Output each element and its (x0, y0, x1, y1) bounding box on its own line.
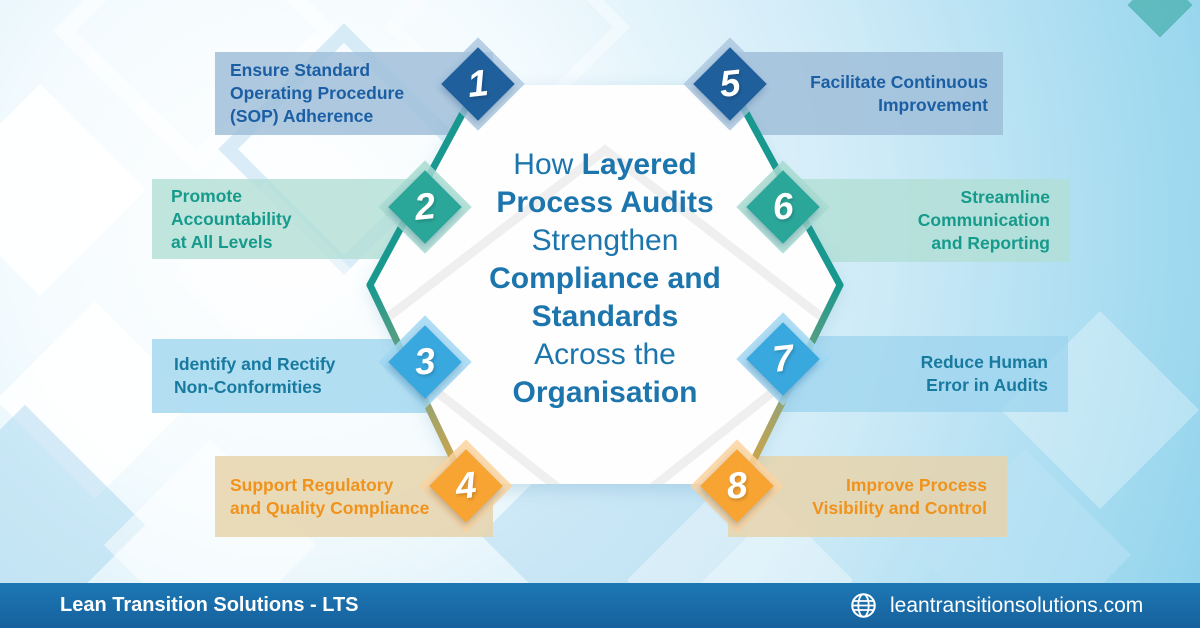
website-link[interactable]: leantransitionsolutions.com (890, 593, 1144, 617)
diamond-number-8: 8 (724, 464, 750, 507)
title-line: Across the (534, 338, 676, 371)
diamond-number-4: 4 (453, 464, 479, 507)
item-label-7: Reduce Human Error in Audits (920, 352, 1048, 395)
item-label-6: Streamline Communication and Reporting (917, 187, 1050, 253)
title-line: Standards (531, 300, 679, 333)
diamond-8: 8 (690, 439, 784, 533)
item-label-5: Facilitate Continuous Improvement (810, 71, 988, 115)
diamond-number-5: 5 (717, 62, 743, 105)
item-label-1: Ensure Standard Operating Procedure (SOP… (230, 60, 405, 126)
diamond-number-1: 1 (465, 62, 491, 105)
globe-icon (851, 593, 876, 618)
diamond-1: 1 (431, 37, 525, 131)
diamond-4: 4 (419, 439, 513, 533)
title-line: Strengthen (531, 224, 679, 257)
title-line: Process Audits (496, 186, 714, 219)
diamond-5: 5 (683, 37, 777, 131)
label-bar-5: Facilitate Continuous Improvement (730, 52, 1003, 135)
item-label-3: Identify and Rectify Non-Conformities (174, 354, 336, 397)
item-label-2: Promote Accountability at All Levels (171, 185, 292, 252)
hexagon-watermark (370, 144, 840, 484)
brand-name: Lean Transition Solutions - LTS (60, 594, 359, 616)
title-line: How Layered (513, 148, 697, 181)
page-title: How Layered Process Audits Strengthen Co… (420, 146, 790, 412)
title-line: Compliance and (489, 262, 721, 295)
footer-bar: Lean Transition Solutions - LTS leantran… (0, 583, 1200, 628)
item-label-4: Support Regulatory and Quality Complianc… (230, 474, 430, 518)
label-bar-8: Improve Process Visibility and Control (728, 456, 1007, 537)
title-line: Organisation (512, 376, 698, 409)
hexagon-panel (370, 85, 840, 484)
item-label-8: Improve Process Visibility and Control (812, 474, 987, 518)
